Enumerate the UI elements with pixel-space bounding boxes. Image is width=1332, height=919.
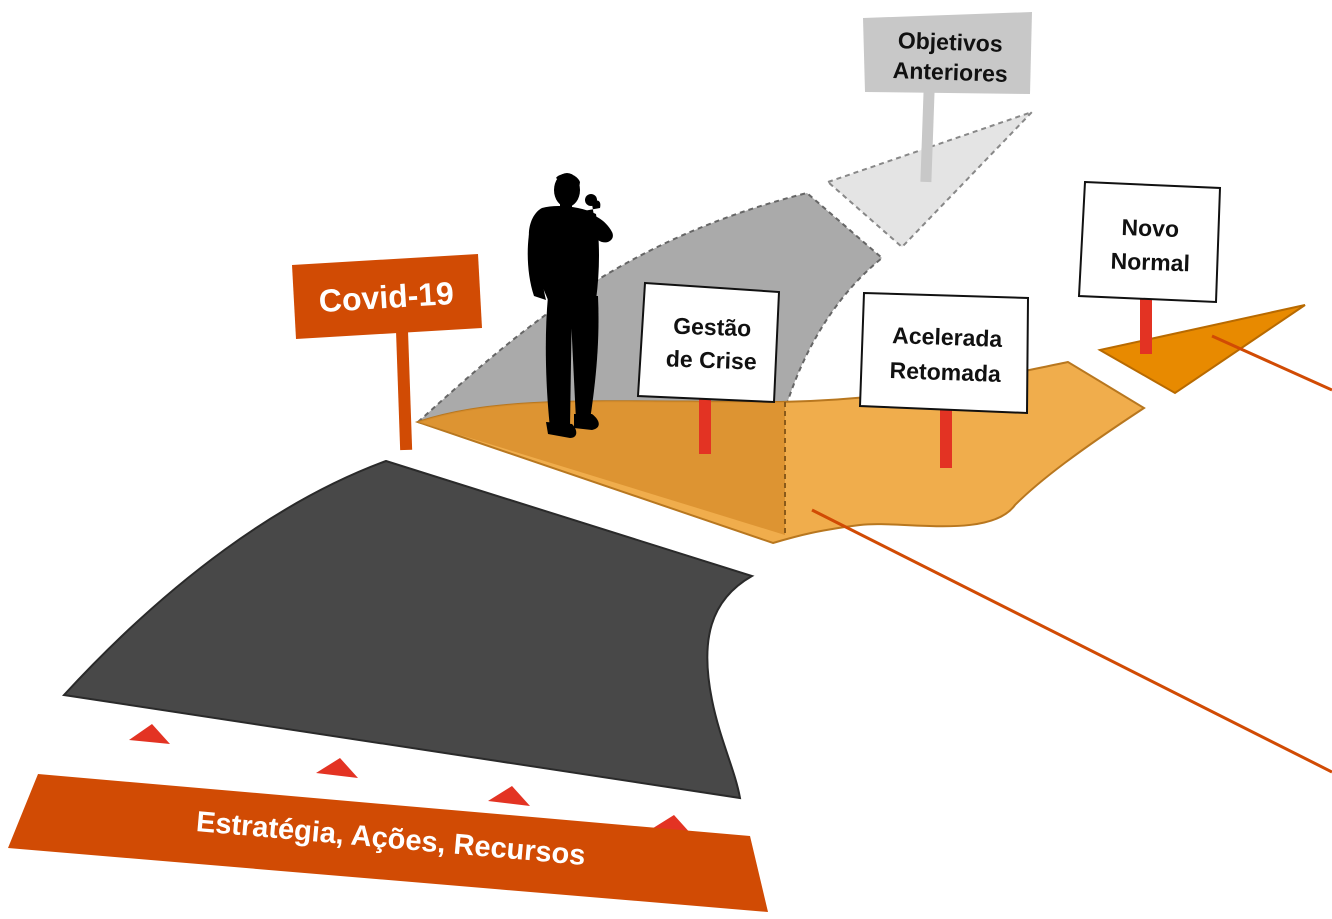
guide-line-lower [811,508,1332,774]
objetivos-sign-post [920,89,935,183]
objetivos-sign-board [863,12,1032,94]
novo-normal-path [1097,304,1306,395]
novo-sign-line1: Novo [1121,214,1179,242]
crisis-overlap-region [418,401,785,535]
novo-sign-board [1077,180,1222,304]
objetivos-sign-line2: Anteriores [892,57,1008,87]
gestao-sign-post [699,396,711,454]
guide-line-upper [1211,334,1332,392]
novo-sign-post [1140,294,1152,354]
novo-sign-line2: Normal [1110,248,1190,277]
acelerada-sign-board [858,291,1030,415]
objetivos-sign-line1: Objetivos [897,27,1003,57]
gestao-sign-line2: de Crise [665,345,757,374]
red-arrow-3 [488,786,530,806]
gestao-sign-board [636,281,781,404]
acelerada-sign-line2: Retomada [889,357,1001,387]
businessman-silhouette [527,173,613,438]
covid-sign-label: Covid-19 [318,275,455,319]
dark-road [61,459,755,800]
acelerada-sign-line1: Acelerada [892,322,1003,352]
gestao-sign-line1: Gestão [673,313,752,342]
covid-sign-board [292,254,482,339]
acelerada-sign-post [940,408,952,468]
red-arrow-1 [129,724,170,744]
covid-sign-post [395,325,413,451]
red-arrow-2 [316,758,358,778]
strategy-banner [8,774,768,912]
